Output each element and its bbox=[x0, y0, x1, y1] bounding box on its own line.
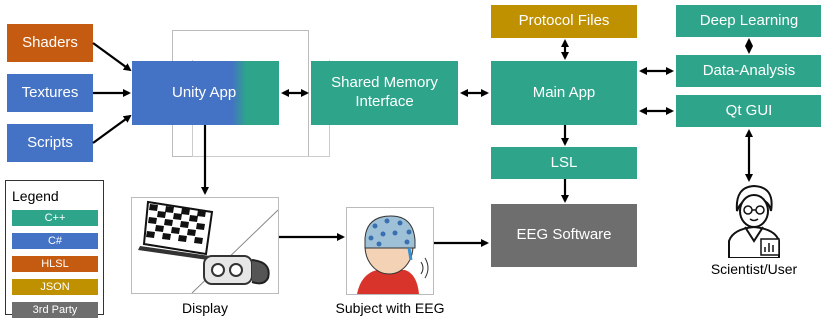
subject-eeg-image bbox=[346, 207, 434, 295]
data-analysis-label: Data-Analysis bbox=[702, 61, 796, 79]
subject-caption: Subject with EEG bbox=[335, 300, 445, 316]
textures-box: Textures bbox=[7, 74, 93, 112]
eeg-software-label: EEG Software bbox=[516, 226, 612, 244]
shaders-box: Shaders bbox=[7, 24, 93, 62]
monitor-and-vr-headset-icon bbox=[138, 200, 278, 293]
person-with-eeg-cap-icon bbox=[357, 215, 429, 294]
legend-item-csharp: C# bbox=[12, 233, 98, 249]
shared-memory-label: Shared Memory Interface bbox=[331, 74, 438, 110]
legend-title: Legend bbox=[12, 188, 59, 204]
unity-app-box: Unity App bbox=[132, 61, 279, 125]
eeg-software-box: EEG Software bbox=[491, 204, 637, 267]
scripts-box: Scripts bbox=[7, 124, 93, 162]
scripts-label: Scripts bbox=[27, 133, 73, 151]
deep-learning-label: Deep Learning bbox=[699, 11, 799, 29]
deep-learning-box: Deep Learning bbox=[676, 5, 821, 37]
legend-item-cpp: C++ bbox=[12, 210, 98, 226]
qt-gui-label: Qt GUI bbox=[725, 101, 773, 119]
unity-app-label: Unity App bbox=[172, 83, 237, 101]
shaders-label: Shaders bbox=[22, 33, 78, 51]
arrow-shaders-to-unity bbox=[92, 42, 132, 72]
data-analysis-box: Data-Analysis bbox=[676, 55, 821, 87]
qt-gui-box: Qt GUI bbox=[676, 95, 821, 127]
scientist-icon bbox=[728, 184, 780, 258]
arrow-scripts-to-unity bbox=[92, 114, 132, 144]
scientist-caption: Scientist/User bbox=[710, 261, 798, 277]
lsl-box: LSL bbox=[491, 147, 637, 179]
legend-item-hlsl: HLSL bbox=[12, 256, 98, 272]
protocol-files-label: Protocol Files bbox=[518, 12, 610, 30]
main-app-box: Main App bbox=[491, 61, 637, 125]
lsl-label: LSL bbox=[550, 153, 578, 171]
textures-label: Textures bbox=[21, 83, 79, 101]
display-image bbox=[131, 197, 279, 294]
main-app-label: Main App bbox=[532, 83, 596, 101]
protocol-files-box: Protocol Files bbox=[491, 5, 637, 38]
shared-memory-box: Shared Memory Interface bbox=[311, 61, 458, 125]
legend: Legend C++ C# HLSL JSON 3rd Party bbox=[5, 180, 104, 318]
legend-item-json: JSON bbox=[12, 279, 98, 295]
display-caption: Display bbox=[182, 300, 228, 316]
legend-item-third-party: 3rd Party bbox=[12, 302, 98, 318]
